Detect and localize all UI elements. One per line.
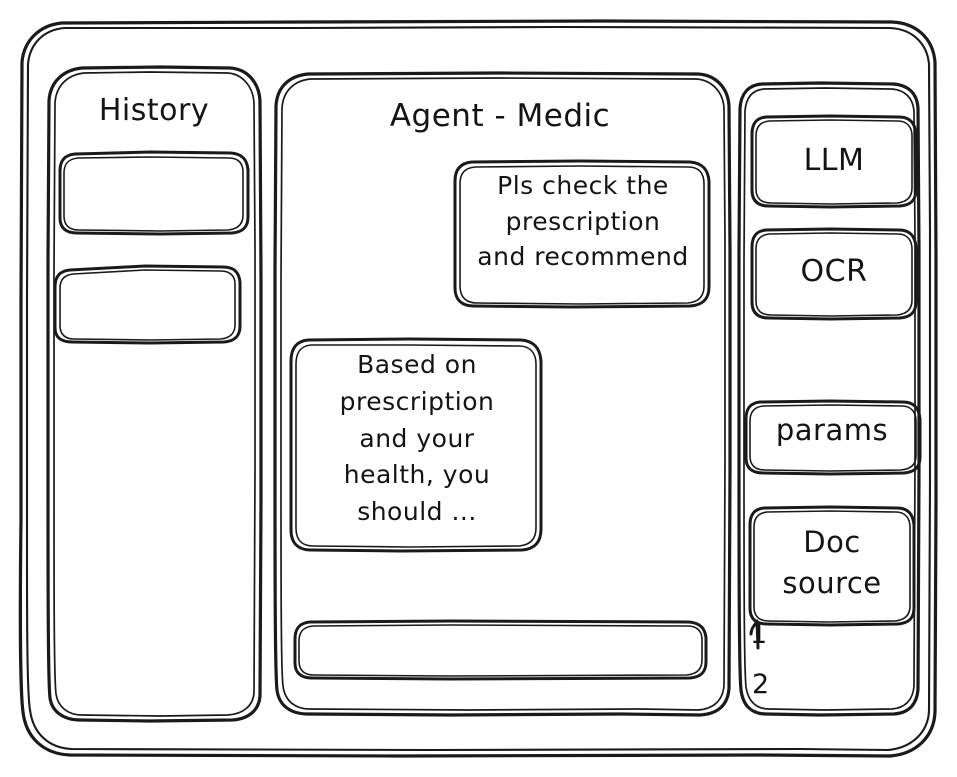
- doc-source-item-1[interactable]: 1: [750, 619, 768, 650]
- tools-panel: [739, 83, 919, 715]
- doc-source-item-2[interactable]: 2: [752, 669, 770, 700]
- tool-doc-source-label: Doc source: [782, 525, 882, 601]
- user-message-text: Pls check the prescription and recommend: [477, 171, 689, 271]
- tool-params-label: params: [775, 413, 889, 447]
- tool-ocr-label: OCR: [800, 254, 868, 289]
- agent-panel: [275, 73, 730, 715]
- agent-panel-title: Agent - Medic: [389, 98, 611, 134]
- tool-llm-label: LLM: [803, 143, 865, 178]
- assistant-message-text: Based on prescription and your health, y…: [339, 350, 495, 526]
- history-panel-title: History: [98, 93, 210, 128]
- history-panel: [48, 67, 261, 721]
